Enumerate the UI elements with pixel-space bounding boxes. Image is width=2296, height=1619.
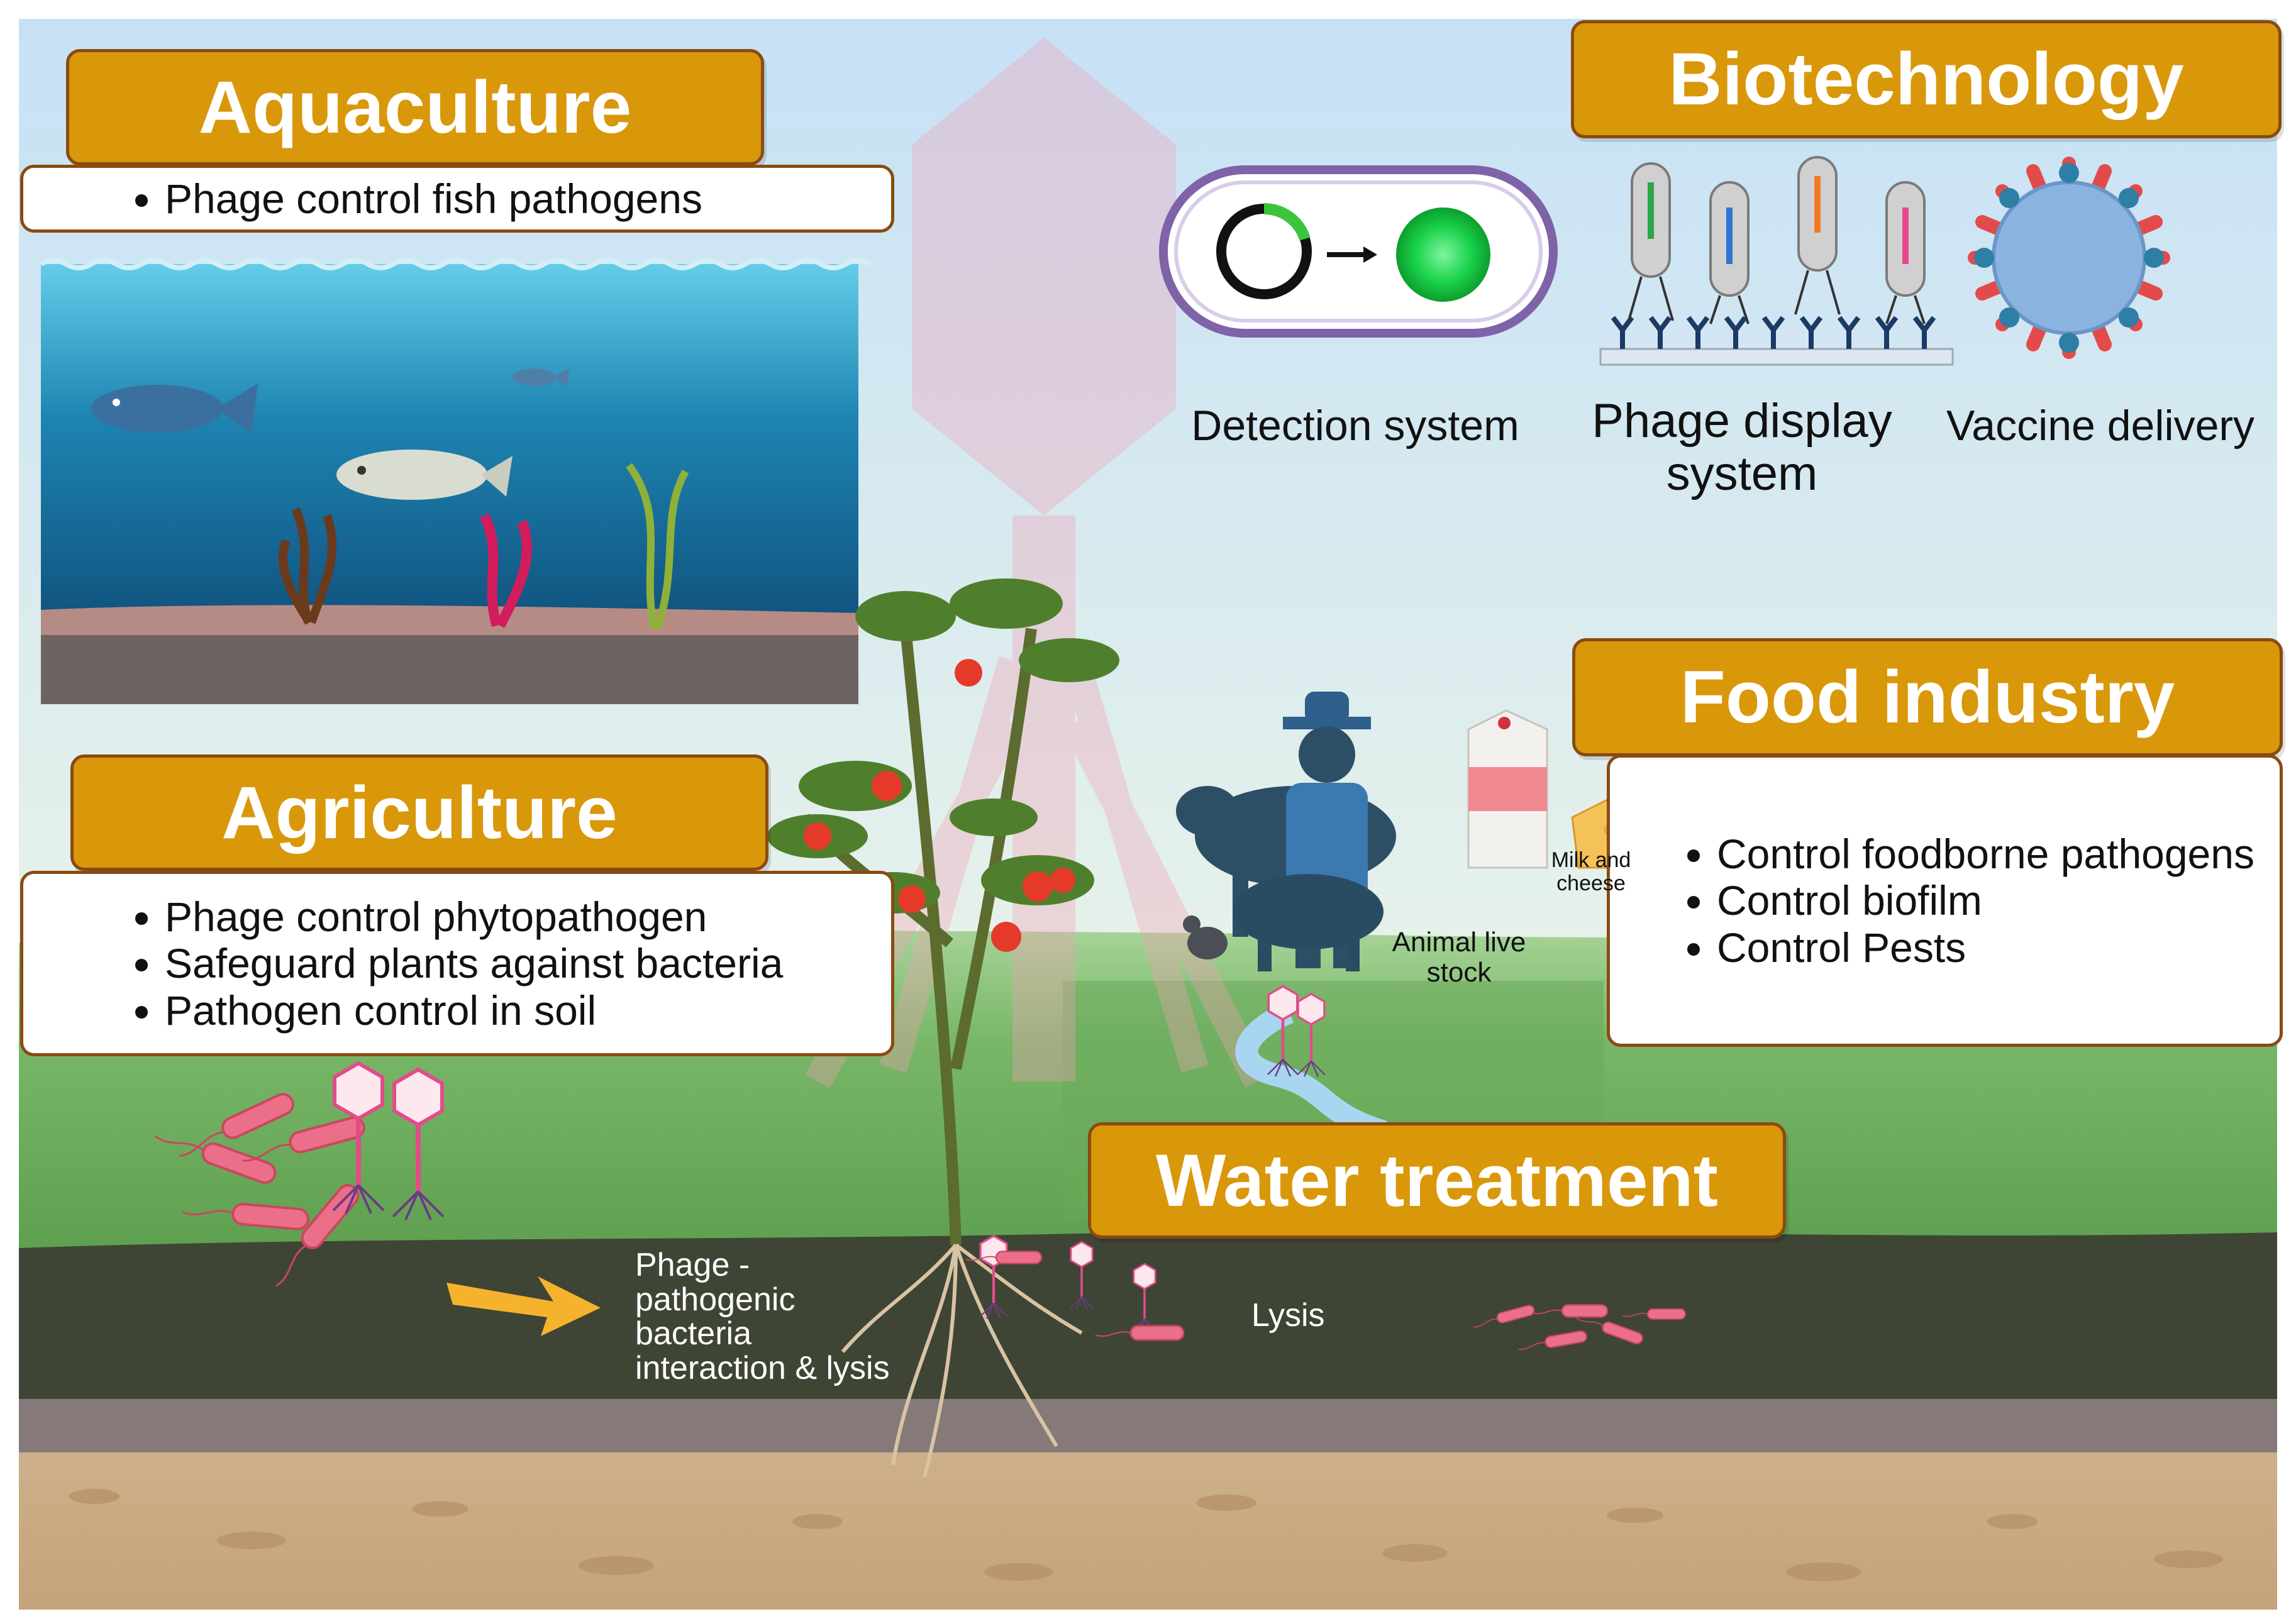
list-item: Control foodborne pathogens bbox=[1717, 831, 2254, 878]
pig-icon bbox=[1233, 874, 1384, 971]
livestock-label: Animal live stock bbox=[1392, 927, 1526, 988]
phage-display-icon bbox=[1599, 156, 1954, 366]
list-item: Pathogen control in soil bbox=[165, 987, 783, 1034]
aquaculture-title: Aquaculture bbox=[66, 49, 764, 165]
list-item: Safeguard plants against bacteria bbox=[165, 940, 783, 987]
agriculture-title: Agriculture bbox=[70, 754, 768, 871]
aquaculture-list: Phage control fish pathogens bbox=[20, 165, 894, 233]
seaweed-icon bbox=[626, 463, 689, 630]
fish-icon bbox=[91, 384, 258, 434]
aquarium-scene bbox=[39, 258, 873, 704]
seaweed-icon bbox=[278, 507, 337, 625]
food-industry-title: Food industry bbox=[1572, 638, 2283, 756]
milk-carton-icon bbox=[1467, 709, 1548, 869]
seaweed-icon bbox=[479, 513, 532, 628]
water-treatment-title: Water treatment bbox=[1088, 1122, 1786, 1239]
vaccine-delivery-label: Vaccine delivery bbox=[1946, 402, 2255, 450]
list-item: Control biofilm bbox=[1717, 877, 2254, 924]
arrow-icon bbox=[446, 1276, 601, 1336]
list-item: Phage control phytopathogen bbox=[165, 893, 783, 941]
background-phage-icon bbox=[805, 38, 1271, 1088]
detection-system-label: Detection system bbox=[1191, 402, 1519, 450]
chicken-icon bbox=[1183, 915, 1228, 959]
tomato-plant-icon bbox=[767, 578, 1119, 1478]
phage-display-label: Phage display system bbox=[1592, 394, 1892, 500]
fish-icon bbox=[513, 368, 569, 387]
food-industry-list: Control foodborne pathogens Control biof… bbox=[1607, 754, 2283, 1047]
detection-cell-icon bbox=[1159, 165, 1558, 338]
fish-icon bbox=[336, 450, 513, 500]
virus-particle-icon bbox=[1968, 157, 2170, 359]
green-protein-icon bbox=[1396, 207, 1490, 302]
list-item: Control Pests bbox=[1717, 924, 2254, 971]
interaction-lysis-label: Phage - pathogenic bacteria interaction … bbox=[635, 1247, 890, 1386]
biotechnology-title: Biotechnology bbox=[1571, 20, 2282, 138]
agriculture-list: Phage control phytopathogen Safeguard pl… bbox=[20, 871, 894, 1056]
lysis-label: Lysis bbox=[1251, 1297, 1325, 1334]
list-item: Phage control fish pathogens bbox=[165, 175, 702, 223]
milk-cheese-label: Milk and cheese bbox=[1551, 848, 1631, 896]
